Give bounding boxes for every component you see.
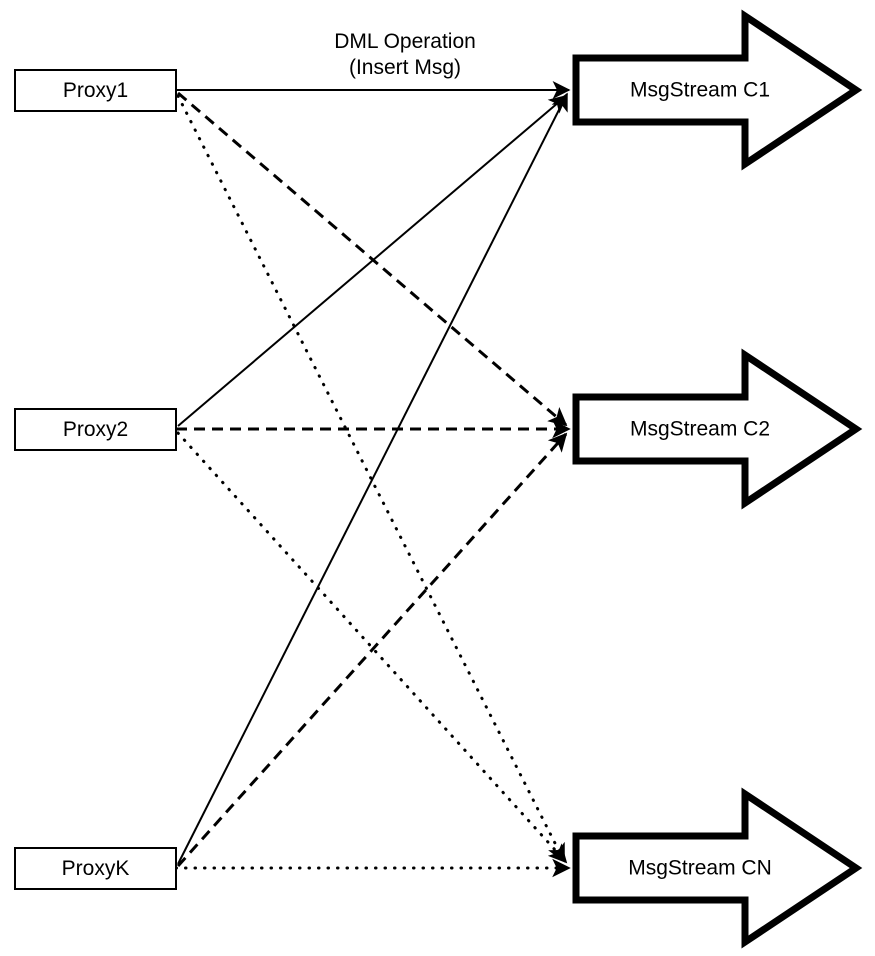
stream-node-c2[interactable]: MsgStream C2 [572, 348, 863, 510]
proxy1-label: Proxy1 [63, 79, 128, 102]
link-proxy1-to-stream-c2 [177, 91, 568, 427]
link-proxyk-to-stream-c2 [176, 432, 568, 868]
stream-node-cn[interactable]: MsgStream CN [572, 787, 863, 949]
stream-cn-arrow-shape[interactable] [572, 787, 863, 949]
proxyk-label: ProxyK [62, 857, 130, 880]
proxy2-box[interactable] [14, 408, 177, 451]
annotation-line-1: DML Operation [334, 30, 476, 53]
stream-c2-label: MsgStream C2 [630, 418, 770, 441]
proxyk-box[interactable] [14, 847, 177, 890]
stream-c1-label: MsgStream C1 [630, 79, 770, 102]
link-proxyk-to-stream-c1 [177, 92, 568, 865]
annotation-line-2: (Insert Msg) [349, 56, 461, 79]
stream-node-c1[interactable]: MsgStream C1 [572, 9, 863, 171]
proxy-node-proxy2[interactable]: Proxy2 [14, 408, 177, 451]
stream-cn-label: MsgStream CN [628, 857, 772, 880]
proxy-node-proxy1[interactable]: Proxy1 [14, 69, 177, 112]
link-proxy1-to-stream-cn [176, 94, 566, 863]
link-proxy2-to-stream-c1 [177, 94, 568, 427]
proxy-node-proxyk[interactable]: ProxyK [14, 847, 177, 890]
proxy1-box[interactable] [14, 69, 177, 112]
proxy2-label: Proxy2 [63, 418, 128, 441]
stream-c2-arrow-shape[interactable] [572, 348, 863, 510]
dml-operation-annotation: DML Operation (Insert Msg) [334, 30, 476, 79]
link-proxy2-to-stream-cn [176, 431, 568, 864]
stream-c1-arrow-shape[interactable] [572, 9, 863, 171]
